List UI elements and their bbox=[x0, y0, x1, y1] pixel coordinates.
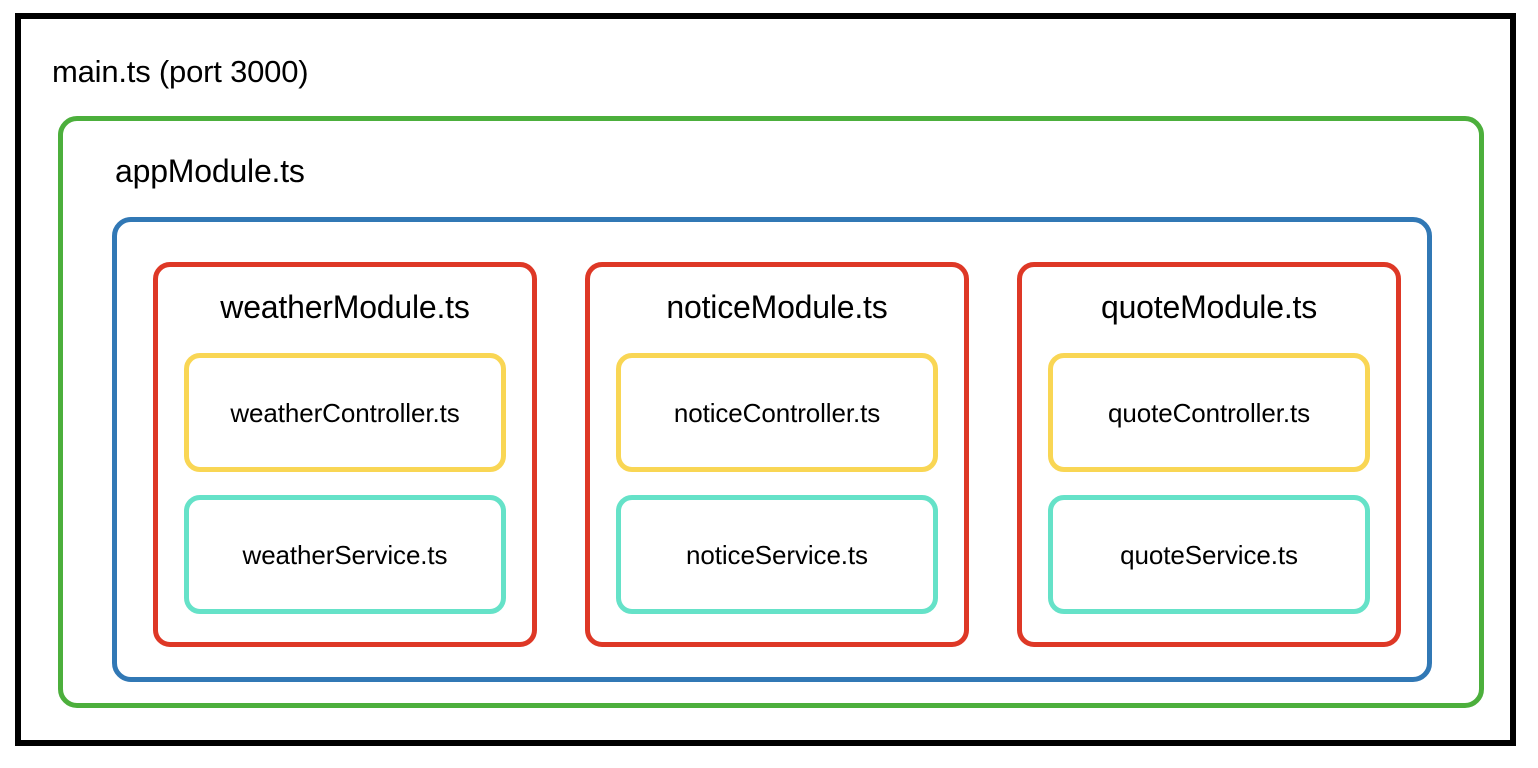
service-box-notice: noticeService.ts bbox=[616, 495, 938, 614]
modules-container: weatherModule.ts weatherController.ts we… bbox=[112, 217, 1432, 682]
service-label: weatherService.ts bbox=[242, 539, 448, 570]
module-title: quoteModule.ts bbox=[1100, 289, 1317, 325]
app-module-label: appModule.ts bbox=[115, 153, 305, 189]
app-module-container: appModule.ts weatherModule.ts weatherCon… bbox=[58, 116, 1484, 708]
service-label: noticeService.ts bbox=[686, 539, 868, 570]
module-box-quote: quoteModule.ts quoteController.ts quoteS… bbox=[1017, 262, 1401, 647]
service-label: quoteService.ts bbox=[1120, 539, 1298, 570]
controller-box-weather: weatherController.ts bbox=[184, 353, 506, 472]
module-box-weather: weatherModule.ts weatherController.ts we… bbox=[153, 262, 537, 647]
module-title: noticeModule.ts bbox=[666, 289, 888, 325]
module-row: weatherModule.ts weatherController.ts we… bbox=[153, 262, 1401, 647]
module-title: weatherModule.ts bbox=[220, 289, 470, 325]
controller-box-quote: quoteController.ts bbox=[1048, 353, 1370, 472]
controller-box-notice: noticeController.ts bbox=[616, 353, 938, 472]
service-box-quote: quoteService.ts bbox=[1048, 495, 1370, 614]
controller-label: quoteController.ts bbox=[1108, 397, 1310, 428]
service-box-weather: weatherService.ts bbox=[184, 495, 506, 614]
controller-label: noticeController.ts bbox=[673, 397, 881, 428]
module-box-notice: noticeModule.ts noticeController.ts noti… bbox=[585, 262, 969, 647]
controller-label: weatherController.ts bbox=[230, 397, 460, 428]
main-ts-container: main.ts (port 3000) appModule.ts weather… bbox=[15, 13, 1516, 746]
main-ts-label: main.ts (port 3000) bbox=[52, 54, 309, 89]
